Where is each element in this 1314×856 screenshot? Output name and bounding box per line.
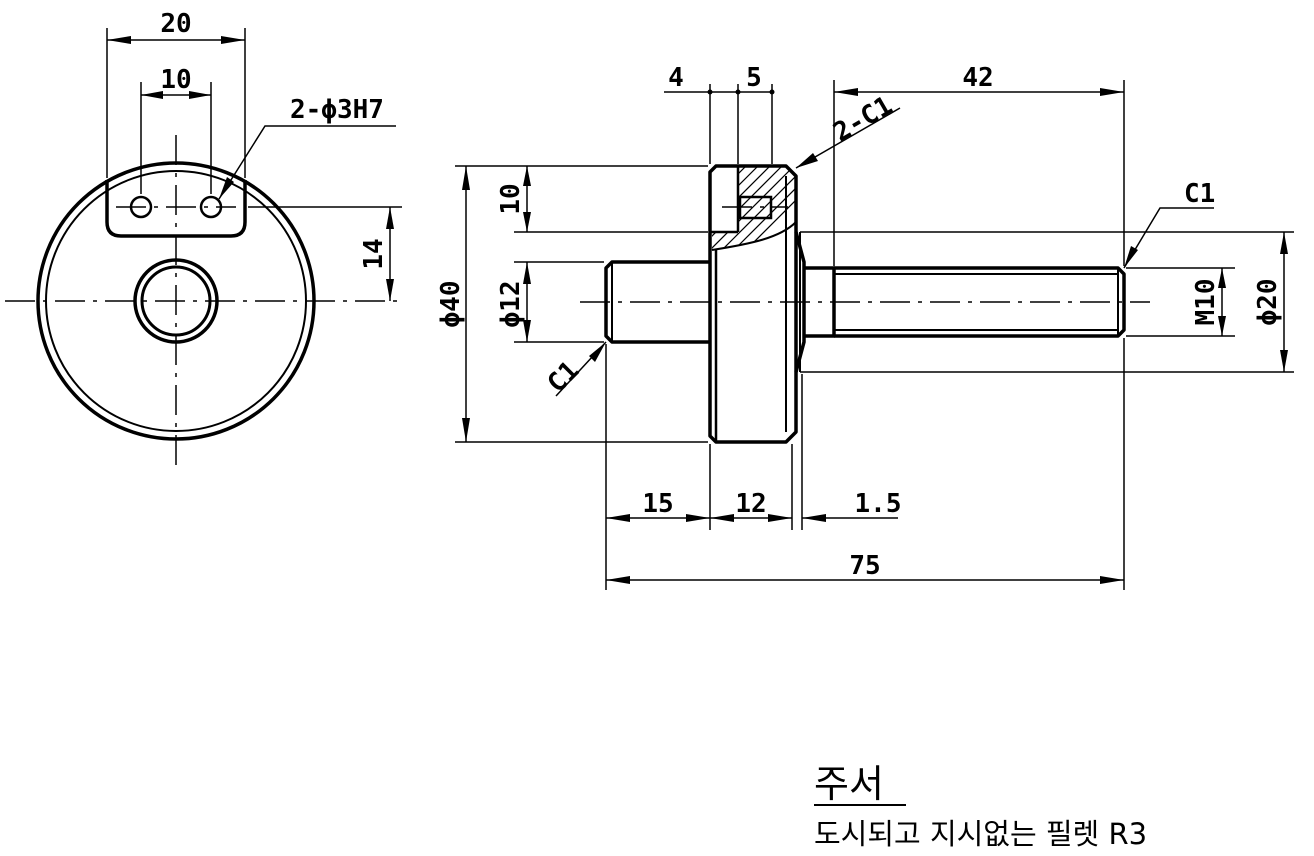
- dim-chamfer-left: C1: [542, 356, 585, 399]
- dim-hole-spacing: 10: [160, 65, 191, 95]
- dim-flat-height: 14: [359, 238, 389, 269]
- arrowhead: [1100, 88, 1124, 96]
- dim-chamfer-flange: 2-C1: [829, 91, 898, 148]
- dim-relief-dia: ϕ20: [1253, 279, 1283, 326]
- arrowhead: [462, 418, 470, 442]
- arrowhead: [710, 514, 734, 522]
- arrowhead: [1124, 246, 1138, 268]
- dim-dot: [707, 89, 713, 95]
- arrowhead: [686, 514, 710, 522]
- arrowhead: [1100, 576, 1124, 584]
- dim-slot-width: 5: [746, 63, 762, 93]
- arrowhead: [796, 153, 818, 168]
- arrowhead: [1280, 350, 1288, 372]
- dim-overall-length: 75: [849, 551, 880, 581]
- side-view: 4 5 42 2-C1 10 ϕ40 ϕ12 C1 C1: [436, 63, 1294, 590]
- arrowhead: [834, 88, 858, 96]
- arrowhead: [589, 342, 606, 362]
- notes-line1: 도시되고 지시없는 필렛 R3: [814, 817, 1147, 851]
- dim-thread-length: 42: [962, 63, 993, 93]
- dim-flange-dia: ϕ40: [436, 281, 466, 328]
- dim-shaft-length: 15: [642, 489, 673, 519]
- arrowhead: [462, 166, 470, 190]
- notes-title: 주서: [814, 762, 884, 806]
- arrowhead: [606, 576, 630, 584]
- arrowhead: [523, 166, 531, 186]
- dim-front-width: 20: [160, 9, 191, 39]
- arrowhead: [221, 36, 245, 44]
- leader-line: [218, 125, 396, 200]
- dim-dot: [769, 89, 775, 95]
- thread-outline: [834, 266, 1126, 338]
- dim-dot: [735, 89, 741, 95]
- arrowhead: [768, 514, 792, 522]
- arrowhead: [219, 177, 234, 199]
- arrowhead: [1218, 316, 1226, 336]
- dim-thread: M10: [1191, 279, 1221, 326]
- arrowhead: [1218, 268, 1226, 288]
- arrowhead: [606, 514, 630, 522]
- arrowhead: [386, 279, 394, 301]
- arrowhead: [1280, 232, 1288, 254]
- arrowhead: [107, 36, 131, 44]
- flange-outline: [708, 164, 798, 444]
- front-view: 20 10 2-ϕ3H7 14: [5, 9, 402, 468]
- arrowhead: [141, 91, 163, 99]
- dim-hole-callout: 2-ϕ3H7: [290, 95, 384, 125]
- dim-slot-depth: 10: [496, 183, 526, 214]
- notes-block: 주서 도시되고 지시없는 필렛 R3: [814, 762, 1147, 851]
- dim-chamfer-right: C1: [1184, 179, 1215, 209]
- arrowhead: [523, 262, 531, 284]
- arrowhead: [523, 212, 531, 232]
- arrowhead: [386, 207, 394, 229]
- arrowhead: [523, 320, 531, 342]
- dim-flange-step: 4: [668, 63, 684, 93]
- arrowhead: [189, 91, 211, 99]
- dim-shaft-dia: ϕ12: [496, 281, 526, 328]
- dim-undercut: 1.5: [855, 489, 902, 519]
- arrowhead: [802, 514, 826, 522]
- dim-flange-thickness: 12: [735, 489, 766, 519]
- leader-line: [1123, 207, 1214, 269]
- section-break: [711, 221, 797, 251]
